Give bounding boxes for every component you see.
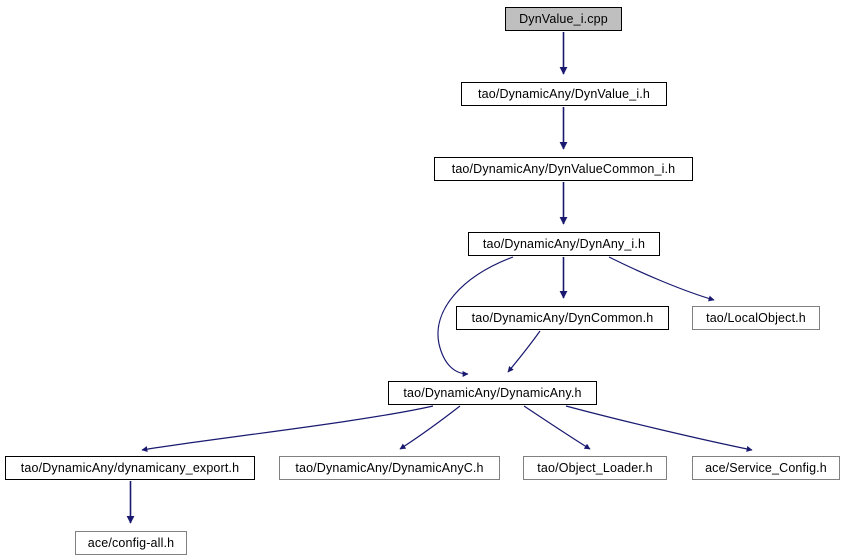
graph-node-tao-dynamicany-dynany-i-h[interactable]: tao/DynamicAny/DynAny_i.h [468, 232, 660, 256]
graph-node-label: ace/Service_Config.h [705, 460, 827, 475]
graph-node-tao-object-loader-h[interactable]: tao/Object_Loader.h [523, 456, 667, 480]
edge-dynany-h-to-localobject-h [608, 256, 715, 302]
graph-node-label: tao/DynamicAny/DynamicAny.h [403, 385, 582, 400]
graph-node-label: tao/DynamicAny/DynAny_i.h [482, 236, 646, 251]
graph-node-tao-dynamicany-dynamicanyc-h[interactable]: tao/DynamicAny/DynamicAnyC.h [279, 456, 500, 480]
graph-node-label: tao/DynamicAny/dynamicany_export.h [20, 460, 240, 475]
graph-node-label: tao/DynamicAny/DynCommon.h [471, 310, 654, 325]
graph-node-dynvalue-i-cpp[interactable]: DynValue_i.cpp [505, 7, 622, 31]
edge-dynamicany-h-to-dynamicanyc-h [399, 405, 461, 450]
edge-dynamicany-h-to-dynamicany-export-h [141, 405, 434, 453]
graph-node-label: DynValue_i.cpp [519, 11, 608, 26]
graph-node-label: tao/Object_Loader.h [537, 460, 653, 475]
edge-dynamicany-h-to-object-loader-h [523, 405, 591, 450]
graph-node-label: tao/DynamicAny/DynamicAnyC.h [295, 460, 484, 475]
graph-node-tao-dynamicany-dynvaluecommon-i-h[interactable]: tao/DynamicAny/DynValueCommon_i.h [434, 157, 693, 181]
graph-node-tao-dynamicany-dyncommon-h[interactable]: tao/DynamicAny/DynCommon.h [456, 306, 669, 330]
graph-node-label: ace/config-all.h [87, 535, 175, 550]
edge-dynamicany-h-to-service-config-h [565, 405, 753, 452]
graph-node-label: tao/DynamicAny/DynValueCommon_i.h [451, 161, 676, 176]
graph-node-tao-dynamicany-dynamicany-export-h[interactable]: tao/DynamicAny/dynamicany_export.h [5, 456, 255, 480]
edge-dyncommon-h-to-dynamicany-h [507, 330, 541, 373]
graph-node-ace-service-config-h[interactable]: ace/Service_Config.h [692, 456, 840, 480]
graph-node-label: tao/DynamicAny/DynValue_i.h [478, 86, 650, 101]
graph-node-ace-config-all-h[interactable]: ace/config-all.h [75, 531, 187, 555]
graph-node-tao-dynamicany-dynamicany-h[interactable]: tao/DynamicAny/DynamicAny.h [388, 381, 597, 405]
graph-node-tao-dynamicany-dynvalue-i-h[interactable]: tao/DynamicAny/DynValue_i.h [461, 82, 667, 106]
graph-node-tao-localobject-h[interactable]: tao/LocalObject.h [692, 306, 820, 330]
graph-node-label: tao/LocalObject.h [706, 310, 806, 325]
